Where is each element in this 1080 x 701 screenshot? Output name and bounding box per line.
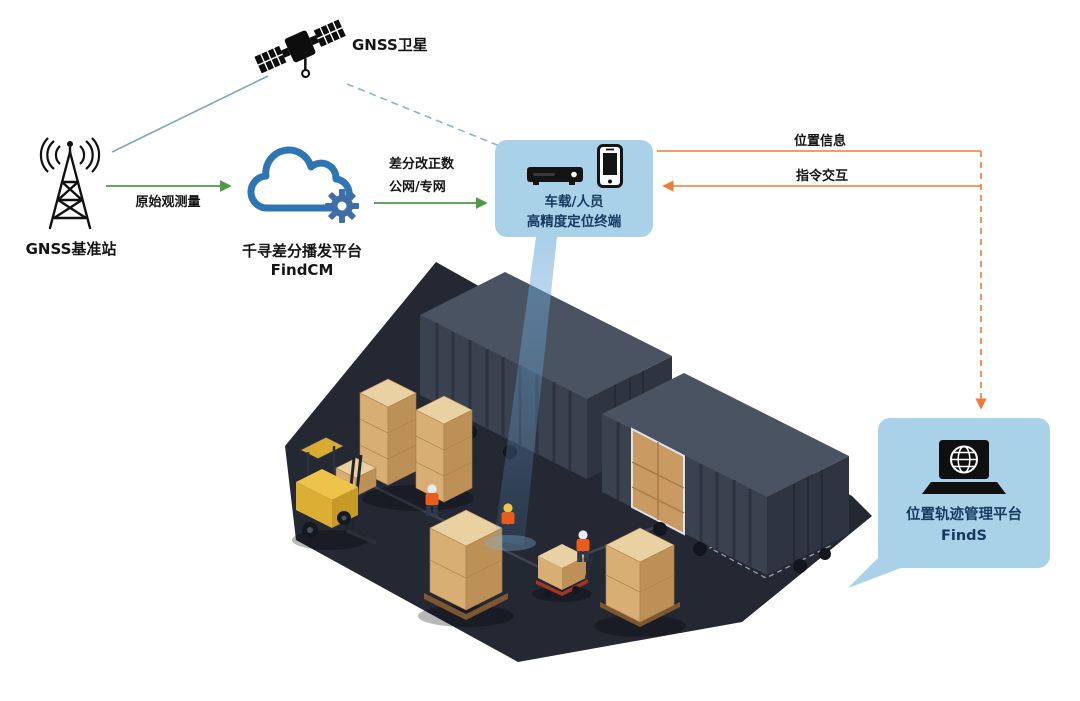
shipping-container-front: [602, 373, 849, 575]
raw-observation-label: 原始观测量: [135, 195, 201, 210]
terminal-node: 车载/人员 高精度定位终端: [495, 140, 653, 237]
ground: [285, 262, 872, 662]
globe-icon: [950, 445, 978, 474]
pallet-stack-left: [335, 378, 473, 503]
pallet-stack-center: [424, 509, 508, 620]
correction-label-line2: 公网/专网: [389, 180, 446, 195]
pallet-jack: [536, 544, 594, 598]
open-door-cargo: [631, 427, 685, 536]
cloud-icon: [238, 136, 372, 236]
worker-left: [425, 484, 439, 516]
base-station-icon: [28, 136, 112, 234]
base-station-label: GNSS基准站: [25, 240, 117, 258]
worker-right: [576, 530, 590, 562]
floor-lane-lines: [339, 468, 731, 572]
command-interaction-label: 指令交互: [795, 169, 848, 184]
platform-product-label: FindS: [940, 528, 988, 544]
laptop-globe-icon: [922, 439, 1006, 494]
forklift: [296, 436, 377, 545]
pallet-stack-right: [600, 527, 680, 627]
cloud-platform-label: 千寻差分播发平台: [241, 242, 362, 260]
terminal-icons: [525, 144, 623, 189]
correction-label-line1: 差分改正数: [389, 157, 455, 172]
shadows: [292, 485, 686, 637]
receiver-icon: [527, 167, 583, 186]
platform-node: 位置轨迹管理平台 FindS: [878, 418, 1050, 568]
terminal-label-line2: 高精度定位终端: [526, 214, 622, 230]
platform-label: 位置轨迹管理平台: [906, 506, 1022, 523]
dashed-zone-marking: [708, 515, 832, 579]
satellite-icon: [253, 4, 349, 88]
cloud-platform-product-label: FindCM: [270, 261, 334, 279]
satellite-label: GNSS卫星: [352, 36, 428, 54]
shipping-container-back: [420, 272, 672, 479]
position-info-label: 位置信息: [793, 134, 846, 149]
gear-icon: [325, 189, 359, 223]
terminal-label-line1: 车载/人员: [544, 194, 604, 211]
smartphone-icon: [597, 144, 623, 189]
worker-center: [501, 503, 515, 535]
positioning-beam: [484, 237, 557, 551]
